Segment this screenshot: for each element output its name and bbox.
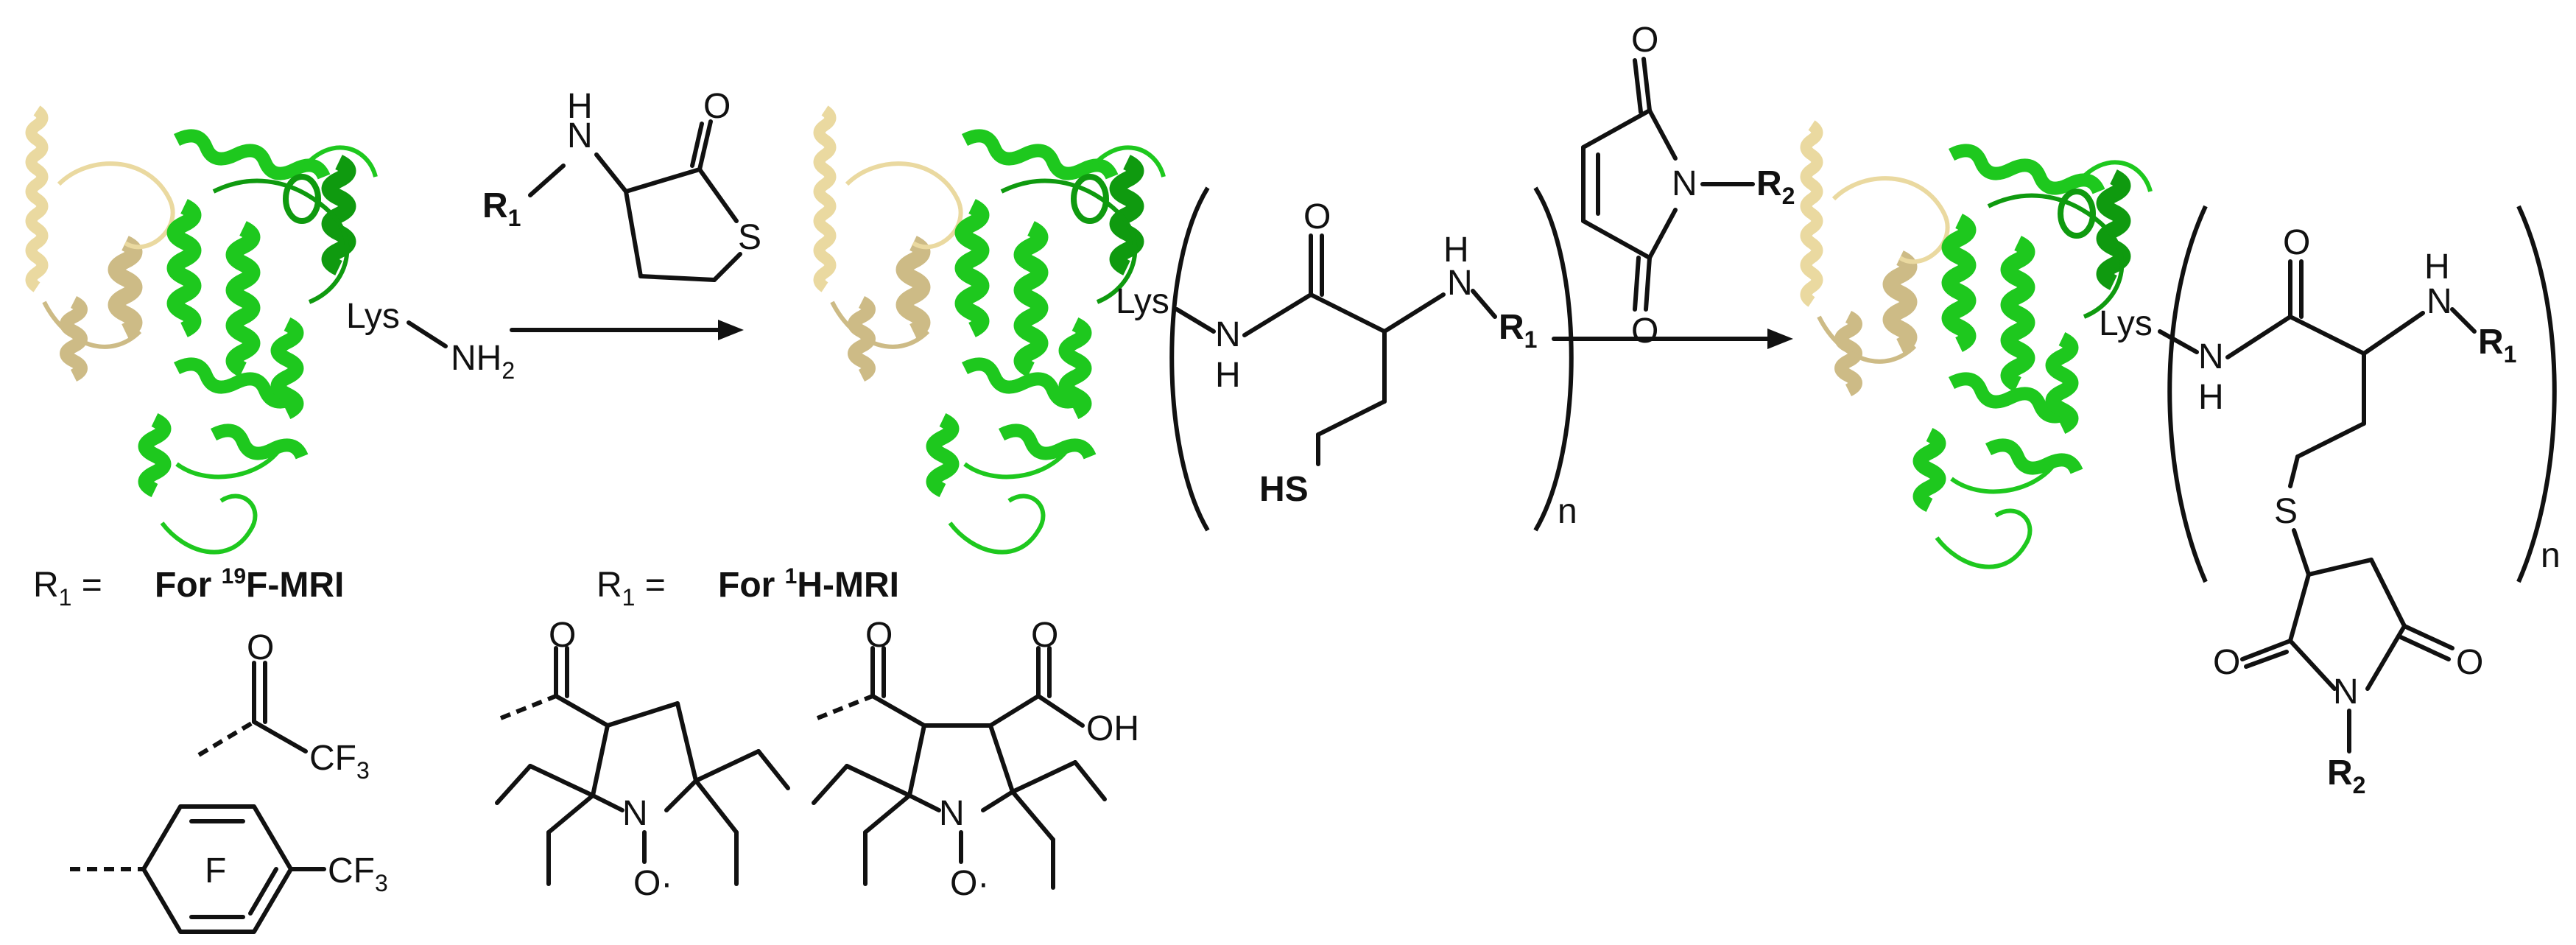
product-nh-n: N [2198, 337, 2224, 376]
r1-equals-19f: R1 = [33, 566, 102, 611]
protein-structure-1 [31, 110, 376, 552]
o-label: O [703, 87, 731, 126]
maleimide-o-top: O [1631, 21, 1658, 60]
reaction-arrow-2 [1552, 329, 1793, 349]
nitroxide-2: O N O· O OH [812, 616, 1139, 903]
reaction-arrow-1 [510, 320, 744, 340]
n2-oradical: O· [950, 864, 989, 903]
n1-oradical: O· [633, 864, 672, 903]
r1-label-3: R1 [2478, 323, 2516, 368]
for-1h-mri-label: For 1H-MRI [718, 564, 899, 605]
protein-structure-2 [819, 110, 1164, 552]
succinimide-o-right: O [2456, 643, 2483, 682]
repeat-n-label: n [1558, 492, 1577, 531]
maleimide-o-bottom: O [1631, 312, 1658, 351]
product-nh-h: H [2198, 378, 2224, 417]
repeat-n-label-2: n [2541, 536, 2561, 575]
n1-n: N [622, 794, 648, 833]
hs-label: HS [1259, 470, 1309, 509]
n2-o: O [865, 616, 893, 655]
nh-r1-n-label: N [1447, 264, 1473, 303]
tfa-o: O [247, 628, 274, 667]
thioether-product: Lys N H O N H R1 S N O O R2 n [2099, 205, 2561, 798]
r2-label-product: R2 [2327, 753, 2365, 798]
product-r1-h: H [2424, 247, 2450, 287]
r1-equals-1h: R1 = [597, 566, 666, 611]
r1-label-2: R1 [1499, 308, 1537, 353]
n1-o: O [549, 616, 576, 655]
nitroxide-1: O N O· [495, 616, 790, 903]
n2-oh: OH [1086, 709, 1139, 748]
legend-19f: R1 = For 19F-MRI O CF3 F CF3 [33, 564, 388, 934]
n2-cooh-o: O [1031, 616, 1058, 655]
r1-label-reagent: R1 [482, 186, 521, 231]
nh-r1-h-label: H [1443, 231, 1469, 270]
lys-label: Lys [346, 297, 400, 336]
phenyl-f: F [205, 851, 226, 890]
product-r1-n: N [2427, 282, 2452, 321]
nh2-label: NH2 [451, 339, 515, 384]
lys-amine-group: Lys NH2 [346, 297, 515, 384]
succinimide-n: N [2333, 672, 2359, 712]
lys-label-3: Lys [2099, 304, 2153, 343]
product-s: S [2274, 492, 2298, 531]
maleimide-reagent: O N R2 O [1581, 21, 1795, 351]
thiol-intermediate: Lys N H O N H R1 HS n [1116, 186, 1577, 532]
product-o: O [2283, 223, 2310, 262]
nh-h-label: H [1215, 356, 1241, 395]
tfa-cf3: CF3 [309, 739, 370, 784]
for-19f-mri-label: For 19F-MRI [155, 564, 344, 605]
succinimide-o-left: O [2213, 643, 2240, 682]
s-label: S [738, 218, 761, 257]
n-label: N [567, 116, 593, 155]
h-label: H [567, 87, 593, 126]
nh-n-label: N [1215, 315, 1241, 354]
maleimide-n: N [1672, 164, 1697, 203]
thiolactone-reagent: R1 N H S O [482, 87, 761, 282]
o-label-2: O [1303, 197, 1331, 236]
phenyl-cf3: CF3 [328, 851, 388, 896]
r2-label: R2 [1756, 164, 1795, 209]
n2-n: N [939, 794, 965, 833]
legend-1h: R1 = For 1H-MRI O N O· [495, 564, 1139, 903]
protein-structure-3 [1806, 125, 2150, 567]
lys-label-2: Lys [1116, 282, 1169, 321]
